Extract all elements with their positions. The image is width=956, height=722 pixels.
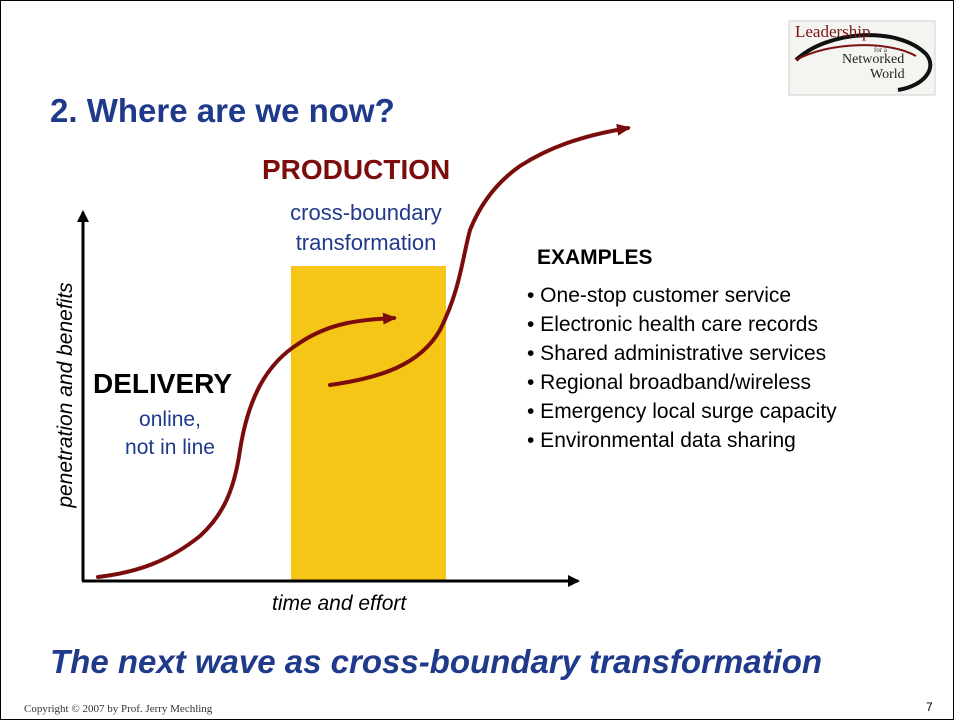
- examples-item: • One-stop customer service: [527, 284, 792, 307]
- logo-line4: World: [870, 67, 905, 82]
- slide-title: 2. Where are we now?: [50, 92, 395, 129]
- examples-item: • Shared administrative services: [527, 342, 827, 365]
- examples-item: • Environmental data sharing: [527, 429, 796, 452]
- page-number: 7: [926, 700, 933, 714]
- examples-heading: EXAMPLES: [537, 246, 653, 269]
- logo: [788, 20, 938, 98]
- production-s-curve: [328, 123, 631, 387]
- logo-line2: for a: [874, 46, 888, 54]
- delivery-subtitle-line2: not in line: [125, 436, 215, 459]
- y-axis-label: penetration and benefits: [54, 282, 77, 508]
- production-heading: PRODUCTION: [262, 154, 451, 185]
- examples-item: • Emergency local surge capacity: [527, 400, 837, 423]
- production-highlight-region: [291, 266, 446, 581]
- footer-title: The next wave as cross-boundary transfor…: [50, 643, 823, 680]
- delivery-heading: DELIVERY: [93, 368, 232, 399]
- delivery-subtitle: online, not in line: [106, 406, 234, 462]
- delivery-s-curve: [96, 312, 397, 579]
- logo-graphic: [788, 20, 936, 96]
- examples-item: • Electronic health care records: [527, 313, 818, 336]
- production-subtitle-line2: transformation: [295, 230, 437, 255]
- examples-item: • Regional broadband/wireless: [527, 371, 812, 394]
- copyright-notice: Copyright © 2007 by Prof. Jerry Mechling: [24, 703, 213, 715]
- x-axis-label: time and effort: [272, 592, 407, 615]
- production-subtitle: cross-boundary transformation: [268, 198, 464, 258]
- logo-line3: Networked: [842, 52, 905, 67]
- examples-list: • One-stop customer service • Electronic…: [527, 281, 837, 455]
- production-subtitle-line1: cross-boundary: [290, 200, 442, 225]
- logo-line1: Leadership: [795, 22, 871, 41]
- delivery-subtitle-line1: online,: [139, 408, 201, 431]
